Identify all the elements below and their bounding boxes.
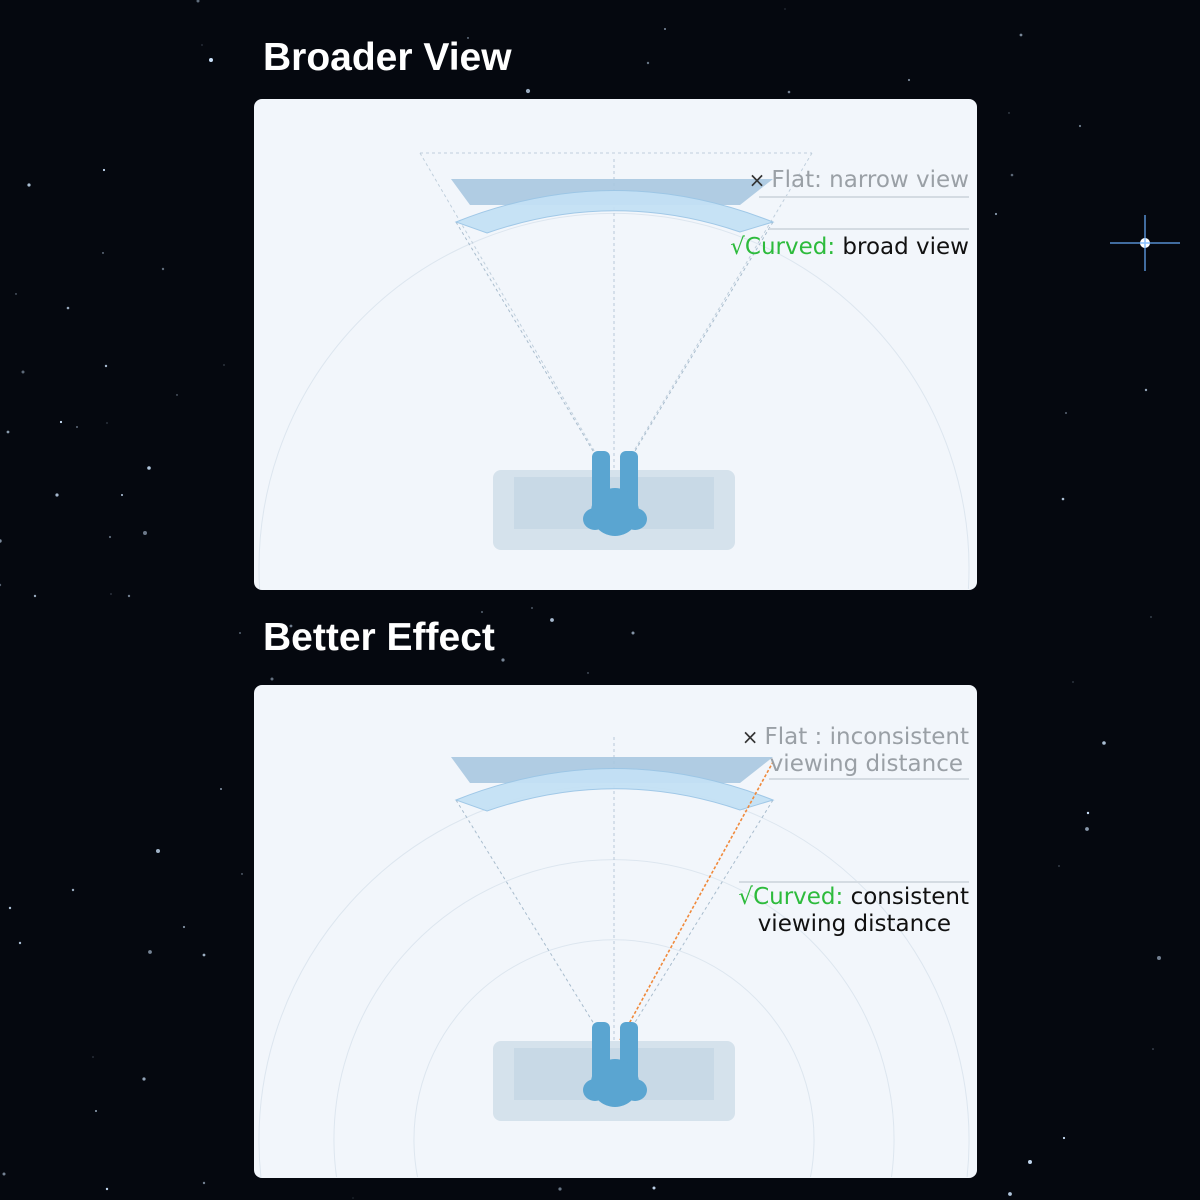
flat-label: ×Flat: narrow view: [748, 167, 969, 193]
curved-screen: [454, 190, 775, 234]
viewing-distance-diagram: [258, 737, 970, 1178]
divider: [739, 881, 969, 883]
broader-view-panel: ×Flat: narrow view √Curved: broad view: [254, 99, 977, 590]
viewing-angle-diagram: [258, 152, 970, 590]
sightlines: [455, 221, 774, 462]
divider: [769, 228, 969, 230]
cross-icon: ×: [748, 168, 766, 192]
section-title-better-effect: Better Effect: [263, 616, 495, 659]
check-icon: √: [730, 234, 745, 260]
orange-distance-line: [619, 761, 774, 1041]
viewer-icon: [583, 451, 647, 536]
curved-label: √Curved: broad view: [730, 234, 969, 260]
divider: [759, 196, 969, 198]
check-icon: √: [738, 884, 754, 910]
cross-icon: ×: [741, 725, 759, 749]
divider: [769, 778, 969, 780]
curved-screen: [454, 768, 775, 812]
viewer-icon: [583, 1022, 647, 1107]
section-title-broader-view: Broader View: [263, 36, 512, 79]
